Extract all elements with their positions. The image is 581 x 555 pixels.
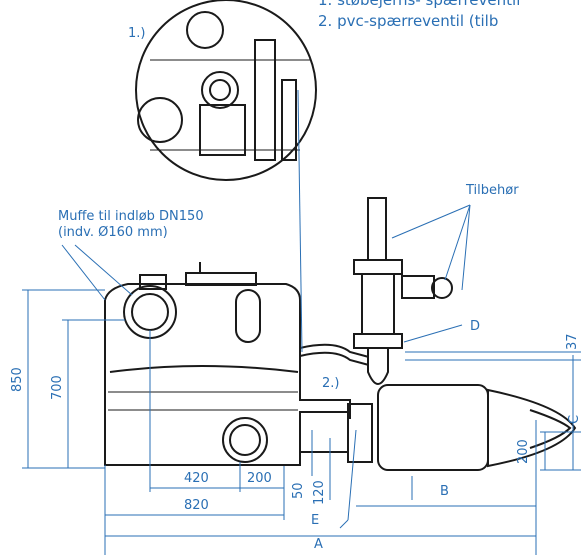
valve-assembly xyxy=(353,197,453,385)
legend-line-2: 2. pvc-spærreventil (tilb xyxy=(318,12,499,30)
letter-b: B xyxy=(440,484,449,499)
letter-e: E xyxy=(311,513,320,528)
dim-50: 50 xyxy=(291,482,306,499)
leader-lines xyxy=(61,89,471,529)
tank-body xyxy=(104,262,351,466)
legend-line-1: 1. støbejerns- spærreventil xyxy=(318,0,521,9)
accessory-label: Tilbehør xyxy=(466,183,519,198)
detail-2-label: 2.) xyxy=(322,376,340,391)
dim-820: 820 xyxy=(184,498,209,513)
outlet-pipe xyxy=(299,343,577,471)
dim-37: 37 xyxy=(565,333,580,350)
dim-120: 120 xyxy=(312,480,327,505)
inlet-label-line-1: Muffe til indløb DN150 xyxy=(58,209,204,224)
letter-d: D xyxy=(470,319,481,334)
dimension-lines xyxy=(22,289,581,555)
detail-circle-1 xyxy=(135,0,317,181)
dim-420: 420 xyxy=(184,471,209,486)
inlet-label-line-2: (indv. Ø160 mm) xyxy=(58,225,168,240)
letter-a: A xyxy=(314,537,323,552)
dim-200-right: 200 xyxy=(516,439,531,464)
letter-c: C xyxy=(567,414,581,424)
dim-200-bottom: 200 xyxy=(247,471,272,486)
dim-850: 850 xyxy=(10,367,25,392)
detail-1-label: 1.) xyxy=(128,26,146,41)
dim-700: 700 xyxy=(50,375,65,400)
